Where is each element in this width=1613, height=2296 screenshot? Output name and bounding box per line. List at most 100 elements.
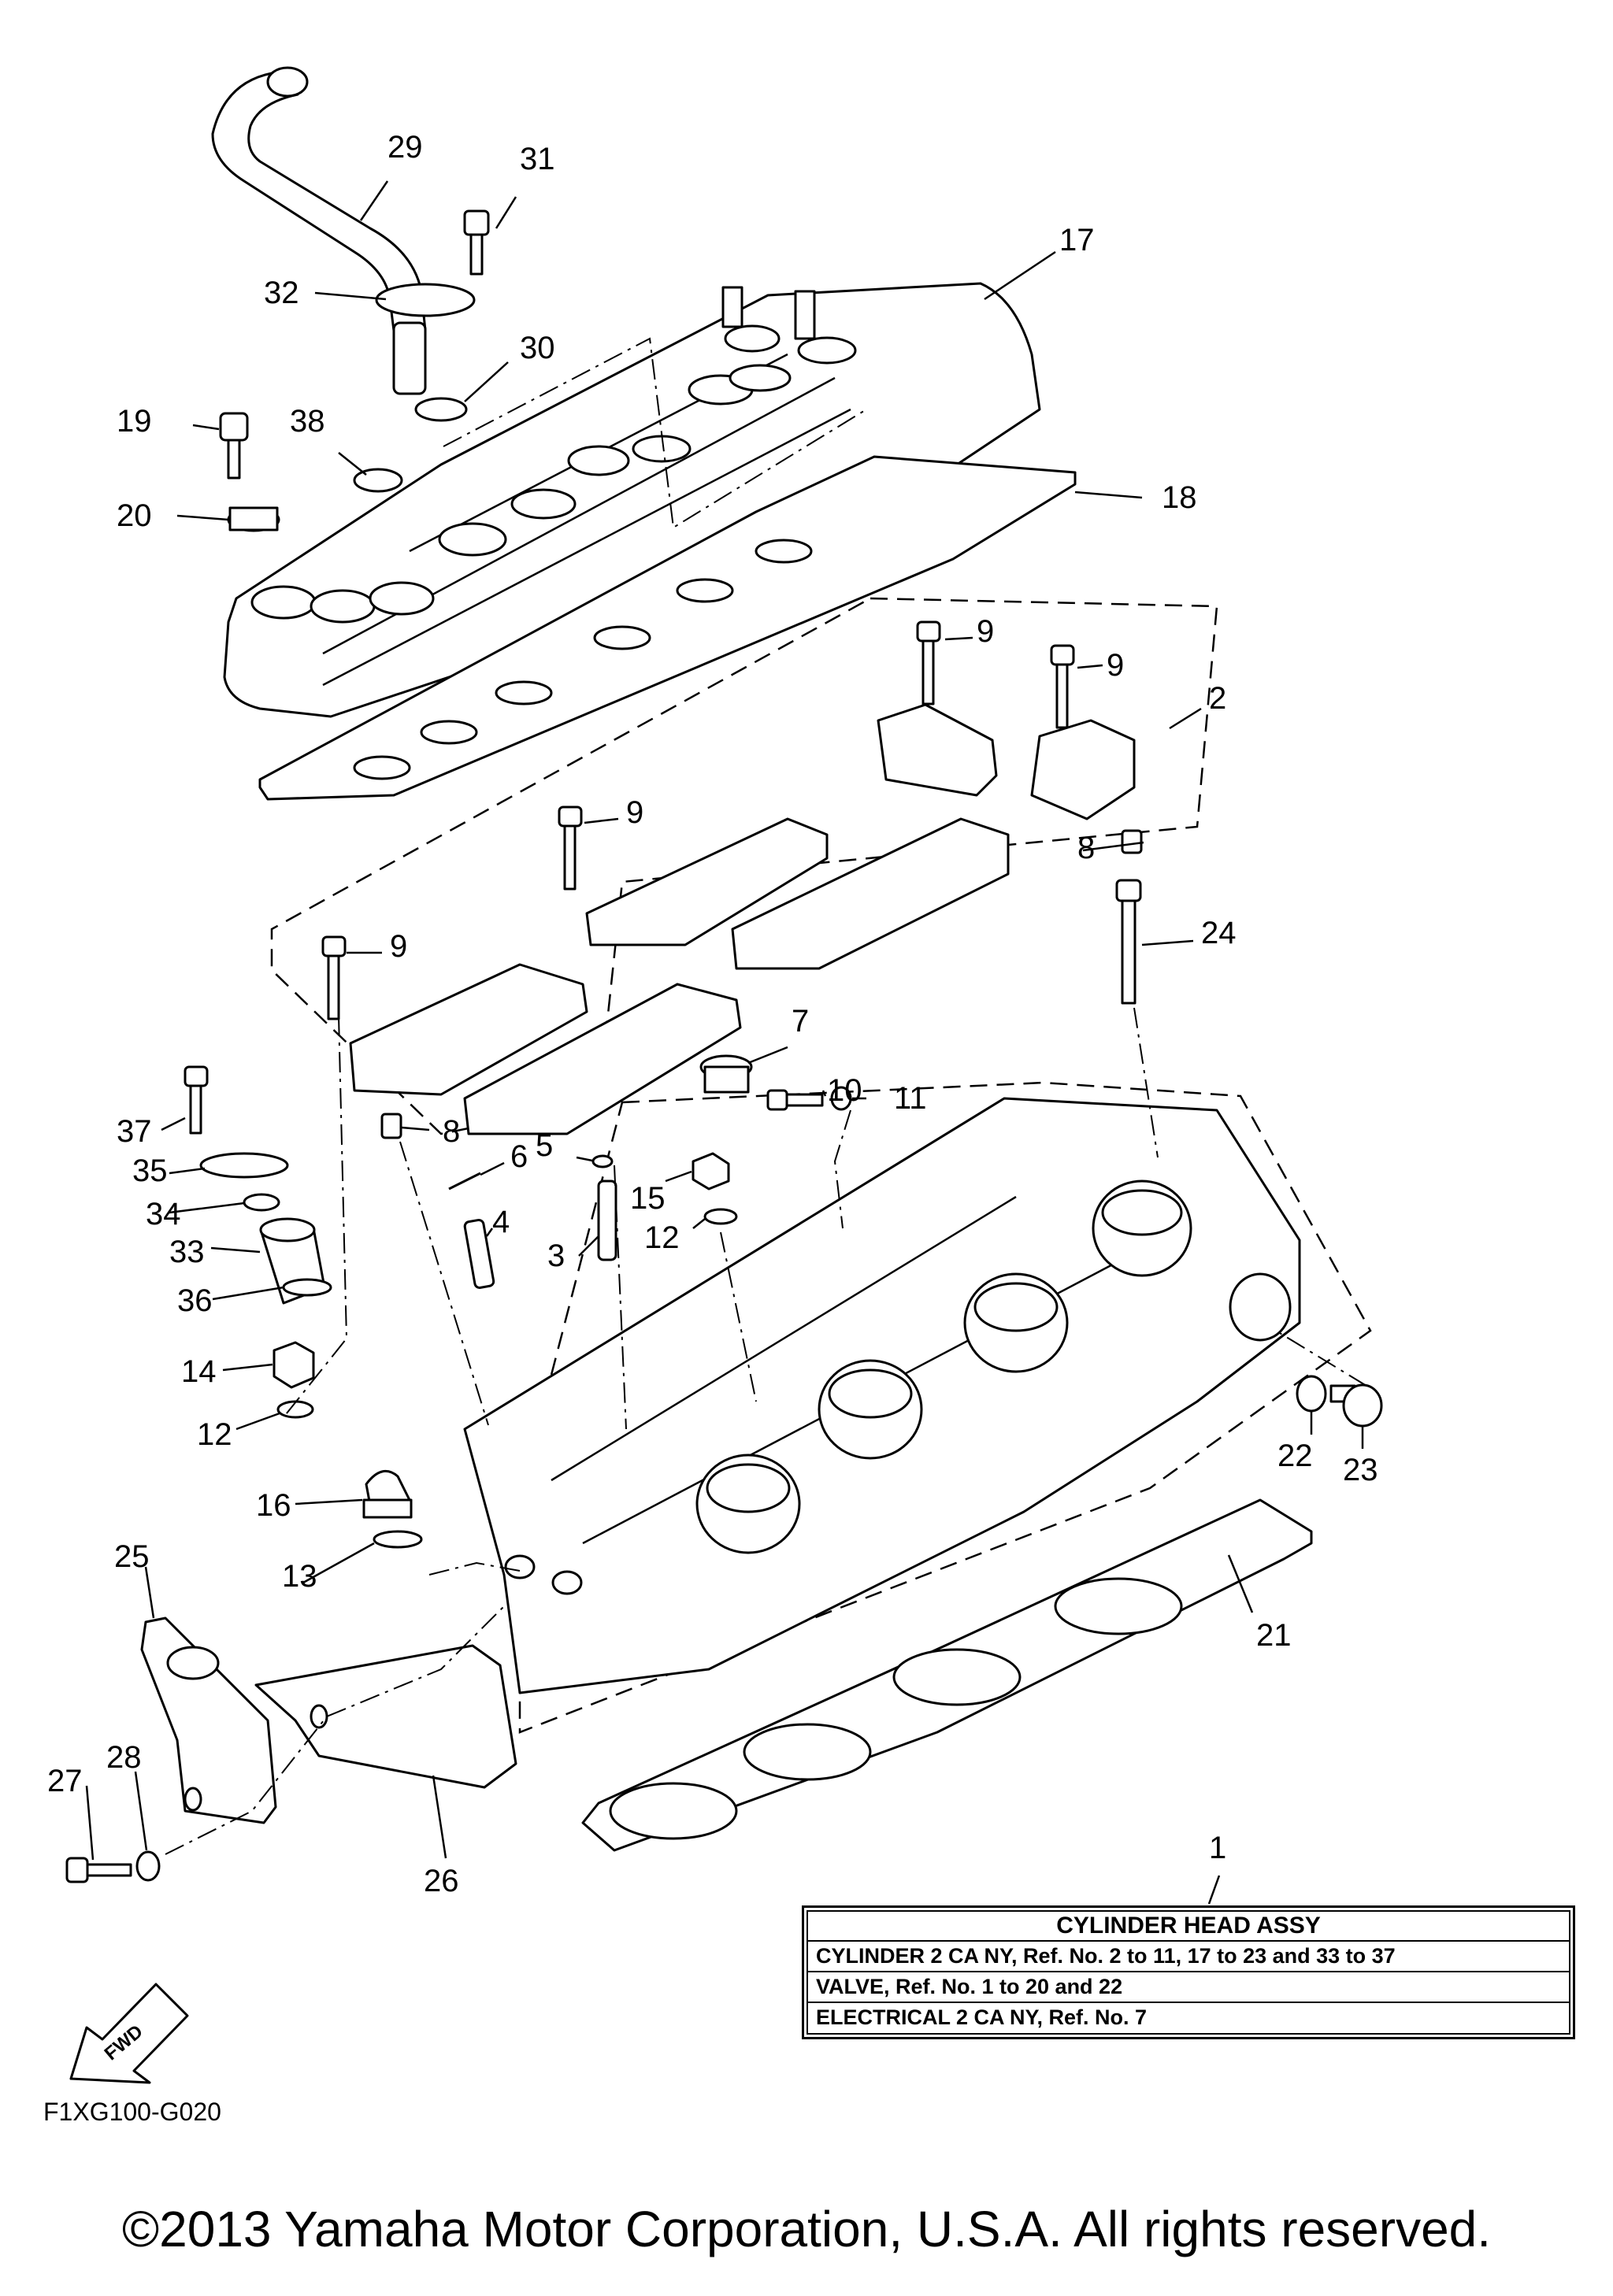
intake-port-2: [818, 1359, 923, 1460]
callout-9-b: 9: [1107, 648, 1124, 683]
washer-12-b: [276, 1400, 314, 1419]
callout-38: 38: [290, 404, 325, 439]
callout-27: 27: [47, 1764, 83, 1798]
assembly-info-box: CYLINDER HEAD ASSY CYLINDER 2 CA NY, Ref…: [802, 1905, 1575, 2039]
callout-29: 29: [387, 130, 423, 165]
fwd-arrow-icon: FWD: [69, 1983, 189, 2084]
callout-17: 17: [1059, 223, 1095, 257]
bolt-19: [219, 412, 249, 480]
callout-4: 4: [492, 1205, 510, 1239]
callout-6: 6: [510, 1139, 528, 1174]
callout-16: 16: [256, 1488, 291, 1523]
callout-34: 34: [146, 1197, 181, 1231]
callout-8-b: 8: [443, 1114, 460, 1149]
callout-10: 10: [827, 1073, 862, 1108]
plug-23: [1329, 1383, 1383, 1428]
valve-cotter-6: [448, 1172, 481, 1191]
bolt-9-c: [558, 805, 583, 891]
callout-15: 15: [630, 1181, 666, 1216]
bolt-9-b: [1050, 644, 1075, 729]
washer-22: [1296, 1375, 1327, 1413]
assembly-ref-line: ELECTRICAL 2 CA NY, Ref. No. 7: [816, 2005, 1148, 2029]
callout-3: 3: [547, 1239, 565, 1273]
washer-11: [830, 1086, 852, 1111]
bolt-9-d: [321, 935, 347, 1020]
callout-22: 22: [1277, 1439, 1313, 1473]
intake-port-4: [1092, 1179, 1192, 1277]
assembly-ref-line: CYLINDER 2 CA NY, Ref. No. 2 to 11, 17 t…: [808, 1942, 1569, 1972]
bolt-27: [65, 1857, 132, 1883]
callout-5: 5: [536, 1128, 553, 1163]
washer-34: [243, 1193, 280, 1212]
bolt-37: [184, 1065, 209, 1135]
leader-lines: [85, 180, 1364, 1905]
assembly-info-inner: CYLINDER HEAD ASSY CYLINDER 2 CA NY, Ref…: [806, 1910, 1570, 2035]
grommet-20: [227, 506, 280, 532]
nut-14: [273, 1341, 315, 1389]
callout-7: 7: [792, 1004, 809, 1039]
o-ring-30: [414, 397, 468, 422]
callout-35: 35: [132, 1154, 168, 1188]
breather-hose: [211, 66, 476, 395]
copyright-notice: ©2013 Yamaha Motor Corporation, U.S.A. A…: [121, 2201, 1492, 2257]
figure-code: F1XG100-G020: [43, 2098, 221, 2126]
head-bolt-24: [1115, 879, 1142, 1005]
callout-31: 31: [520, 142, 555, 176]
callout-13: 13: [282, 1559, 317, 1594]
intake-port-3: [963, 1272, 1069, 1373]
camshaft-cap-right-upper: [877, 703, 1136, 820]
callout-11: 11: [894, 1081, 927, 1116]
cylinder-head-cover: [223, 282, 1041, 718]
plate-35: [199, 1152, 289, 1179]
callout-28: 28: [106, 1740, 142, 1775]
plug-38: [353, 468, 403, 493]
callout-9-d: 9: [390, 929, 407, 964]
callout-36: 36: [177, 1283, 213, 1318]
callout-21: 21: [1256, 1618, 1292, 1653]
washer-13: [373, 1530, 423, 1549]
camshaft-cap-lower: [349, 963, 742, 1135]
head-cover-gasket: [258, 455, 1077, 801]
washer-28: [135, 1850, 161, 1882]
callout-26: 26: [424, 1864, 459, 1898]
callout-1: 1: [1209, 1831, 1226, 1865]
callout-19: 19: [117, 404, 152, 439]
callout-2: 2: [1209, 681, 1226, 716]
callout-18: 18: [1162, 480, 1197, 515]
bracket-26: [254, 1644, 517, 1789]
bracket-25: [140, 1616, 277, 1824]
callout-12-a: 12: [644, 1220, 680, 1255]
cylinder-head: [463, 1097, 1301, 1694]
dowel-8-b: [380, 1113, 402, 1139]
assembly-ref-line: VALVE, Ref. No. 1 to 20 and 22: [808, 1972, 1569, 2003]
cylinder-head-gasket: [581, 1498, 1313, 1852]
callout-14: 14: [181, 1354, 217, 1389]
callout-labels: 29 31 17 32 30 19 38 18 20 9 9 2 9 8 9 2…: [47, 130, 1378, 1898]
callout-32: 32: [264, 276, 299, 310]
intake-port-1: [695, 1454, 801, 1554]
callout-30: 30: [520, 331, 555, 365]
bolt-9-a: [916, 620, 941, 705]
callout-25: 25: [114, 1539, 150, 1574]
callout-37: 37: [117, 1114, 152, 1149]
callout-33: 33: [169, 1235, 205, 1269]
assembly-title: CYLINDER HEAD ASSY: [808, 1912, 1569, 1942]
camshaft-cap-middle: [585, 817, 1010, 970]
callout-9-c: 9: [626, 795, 643, 830]
callout-9-a: 9: [977, 614, 994, 649]
callout-24: 24: [1201, 916, 1237, 950]
bolt-31: [463, 209, 490, 276]
washer-12-a: [703, 1208, 738, 1225]
o-ring-5: [591, 1154, 614, 1168]
cap-nut-16: [362, 1469, 413, 1519]
nut-15: [692, 1152, 730, 1191]
callout-12-b: 12: [197, 1417, 232, 1452]
plug-7: [699, 1054, 753, 1094]
bolt-10: [766, 1089, 824, 1111]
dowel-8-a: [1121, 829, 1143, 854]
o-ring-36: [282, 1278, 332, 1297]
callout-8-a: 8: [1077, 831, 1095, 865]
valve-guide-4: [463, 1218, 495, 1289]
callout-20: 20: [117, 498, 152, 533]
